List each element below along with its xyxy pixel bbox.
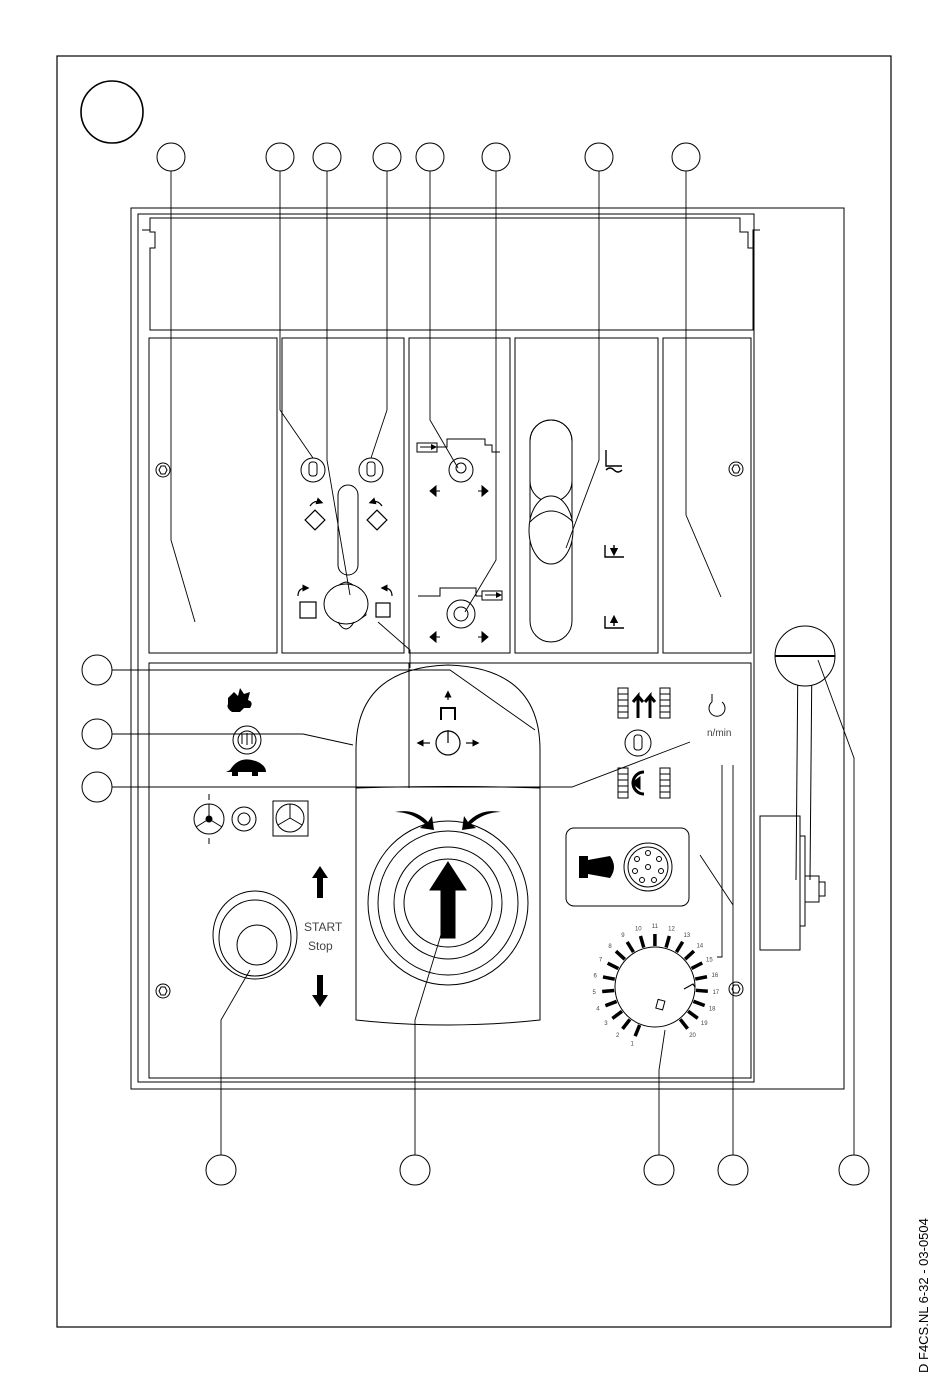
dial-number: 20 xyxy=(689,1033,696,1039)
dial-tick xyxy=(688,1011,698,1018)
start-stop-button[interactable] xyxy=(213,891,297,979)
dial-number: 3 xyxy=(604,1021,608,1027)
dial-tick xyxy=(696,990,708,991)
lift-position-icon xyxy=(605,450,624,628)
dial-tick xyxy=(676,942,682,952)
dial-tick xyxy=(612,1011,622,1018)
dial-number: 7 xyxy=(599,958,603,964)
speed-switch[interactable] xyxy=(233,726,261,754)
dial-number: 15 xyxy=(706,957,713,963)
lift-lever[interactable] xyxy=(529,420,573,642)
rpm-icon xyxy=(709,694,725,716)
dial-tick xyxy=(608,963,619,968)
start-arrow-icon xyxy=(312,866,328,898)
dial-number: 8 xyxy=(608,944,612,950)
dial-tick xyxy=(603,977,615,979)
dial-number: 12 xyxy=(668,926,675,932)
console-body xyxy=(131,208,844,1089)
dial-tick xyxy=(680,1019,687,1028)
dial-pointer xyxy=(656,999,665,1010)
rabbit-icon xyxy=(228,688,252,712)
dial-tick xyxy=(605,1001,616,1005)
dial-tick xyxy=(695,977,707,979)
dial-number: 19 xyxy=(701,1021,708,1027)
dial-tick xyxy=(693,1001,704,1005)
joystick-lever[interactable] xyxy=(324,485,368,629)
dial-number: 11 xyxy=(652,924,659,930)
stop-arrow-icon xyxy=(312,975,328,1007)
dial-number: 18 xyxy=(709,1006,716,1012)
stop-label: Stop xyxy=(308,939,333,953)
gear-rotate-icon xyxy=(618,768,670,798)
dial-number: 1 xyxy=(630,1042,634,1048)
speed-unit-label: n/min xyxy=(707,728,731,739)
gear-up-icon xyxy=(618,688,670,718)
dial-tick xyxy=(685,951,694,959)
dial-tick xyxy=(692,963,703,968)
figure-code: D F4CS.NL 6-32 - 03-0504 xyxy=(916,1218,931,1373)
selector-switch-lower[interactable] xyxy=(418,588,502,642)
dial-number: 9 xyxy=(621,933,625,939)
dial-number: 10 xyxy=(635,926,642,932)
rotate-right-arrow xyxy=(462,811,501,830)
figure-code-container: D F4CS.NL 6-32 - 03-0504 xyxy=(895,1085,945,1375)
outer-frame xyxy=(57,56,891,1327)
travel-handle[interactable] xyxy=(368,821,528,985)
toggle-switch-right[interactable] xyxy=(359,458,383,482)
dial-tick xyxy=(627,942,633,952)
direction-selector[interactable] xyxy=(420,694,476,755)
start-label: START xyxy=(304,920,343,934)
dial-tick xyxy=(635,1025,639,1036)
fan-icon xyxy=(194,794,224,844)
dial-number: 17 xyxy=(712,990,719,996)
dial-number: 16 xyxy=(712,973,719,979)
callout-leaders xyxy=(112,170,854,1163)
dial-number: 2 xyxy=(616,1033,620,1039)
dial-number: 13 xyxy=(684,933,691,939)
gear-switch[interactable] xyxy=(625,730,651,756)
horn-icon xyxy=(579,856,614,878)
fan-switch[interactable] xyxy=(232,807,256,831)
dial-tick xyxy=(623,1019,630,1028)
dial-number: 5 xyxy=(593,990,597,996)
horn-socket[interactable] xyxy=(624,843,672,891)
tortoise-icon xyxy=(226,759,266,776)
fan-stop-icon xyxy=(273,801,308,836)
main-control-housing xyxy=(356,663,540,1025)
dial-tick xyxy=(602,990,614,991)
rotate-left-arrow xyxy=(395,811,434,830)
dial-tick xyxy=(616,951,625,959)
dial-tick xyxy=(640,936,643,948)
figure-reference-circle xyxy=(81,81,143,143)
selector-switch-upper[interactable] xyxy=(417,439,500,496)
dial-number: 14 xyxy=(696,944,703,950)
dial-number: 4 xyxy=(596,1006,600,1012)
dial-tick xyxy=(666,936,669,948)
toggle-switch-left[interactable] xyxy=(301,458,325,482)
dial-number: 6 xyxy=(593,973,597,979)
